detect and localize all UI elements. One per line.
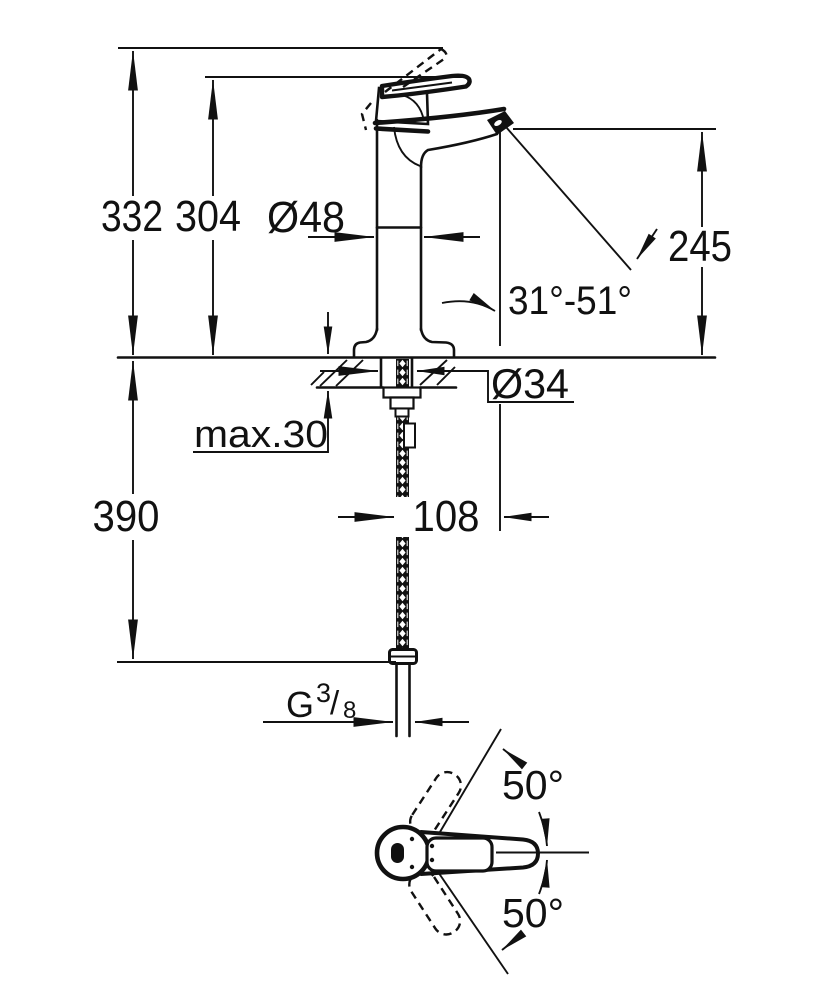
thread-tube — [395, 662, 411, 738]
deck-hatching — [310, 359, 456, 387]
arrow-to-down-ray — [501, 929, 527, 951]
lever-crease — [391, 81, 453, 92]
label-overall-height: 332 — [101, 192, 163, 241]
label-max-deck-thickness: max.30 — [194, 414, 328, 456]
aerator-face — [494, 119, 502, 127]
dimension-332: 332 — [101, 50, 163, 356]
base-skirt-left — [352, 327, 379, 359]
swing-ray-up — [436, 728, 502, 838]
dimension-d34: Ø34 — [320, 360, 574, 407]
dimensions: 332 304 245 Ø48 31°-51° — [93, 47, 732, 727]
cap-dots — [409, 836, 435, 870]
label-thread-denominator: 8 — [343, 697, 356, 724]
label-hole-diameter: Ø34 — [491, 360, 569, 407]
dimension-max30: max.30 — [193, 312, 333, 456]
dimension-d48: Ø48 — [267, 193, 480, 242]
label-spout-height: 245 — [668, 222, 732, 271]
dimension-390: 390 — [93, 360, 160, 660]
arc-arrow-upper — [538, 811, 550, 847]
label-hose-length: 390 — [93, 492, 160, 541]
label-spout-projection: 108 — [413, 492, 480, 541]
faucet-body — [352, 118, 456, 359]
label-swing-up: 50° — [502, 762, 564, 808]
mounting-flange — [382, 386, 422, 399]
label-height-to-lever: 304 — [175, 192, 241, 241]
dimension-304: 304 — [175, 79, 241, 356]
angle-ray — [505, 126, 632, 271]
top-view-handle: 50° 50° — [374, 728, 589, 975]
dimension-245: 245 — [668, 131, 732, 356]
arc-arrow-lower — [538, 859, 550, 895]
base-skirt-right — [419, 327, 456, 359]
mounting-collar — [394, 407, 410, 418]
dimension-108: 108 — [338, 492, 549, 541]
dimension-spout-angle: 31°-51° — [441, 126, 658, 323]
label-spout-angle: 31°-51° — [508, 279, 632, 323]
spout — [372, 106, 514, 169]
spout-top-edge — [372, 106, 507, 126]
mounting-hardware — [382, 386, 422, 449]
label-body-diameter: Ø48 — [267, 193, 345, 242]
swing-ray-down — [435, 868, 509, 975]
hose-braid-lower — [396, 537, 409, 649]
label-swing-down: 50° — [502, 890, 564, 936]
spout-underside — [419, 132, 499, 169]
fixing-stud — [403, 422, 416, 449]
side-view-faucet — [116, 47, 717, 738]
lever-raised-dashed — [360, 47, 449, 131]
head-base-edge — [373, 126, 431, 134]
dimension-thread: G 3 / 8 — [263, 678, 469, 727]
lever-top-inset — [425, 836, 494, 873]
mounting-nut — [389, 396, 415, 410]
label-thread-slash: / — [330, 684, 340, 721]
label-thread-numerator: 3 — [316, 678, 331, 708]
temp-marker — [391, 843, 404, 863]
deck-section — [116, 356, 717, 389]
arrow-to-up-ray — [502, 748, 528, 770]
label-thread-prefix: G — [286, 684, 314, 725]
